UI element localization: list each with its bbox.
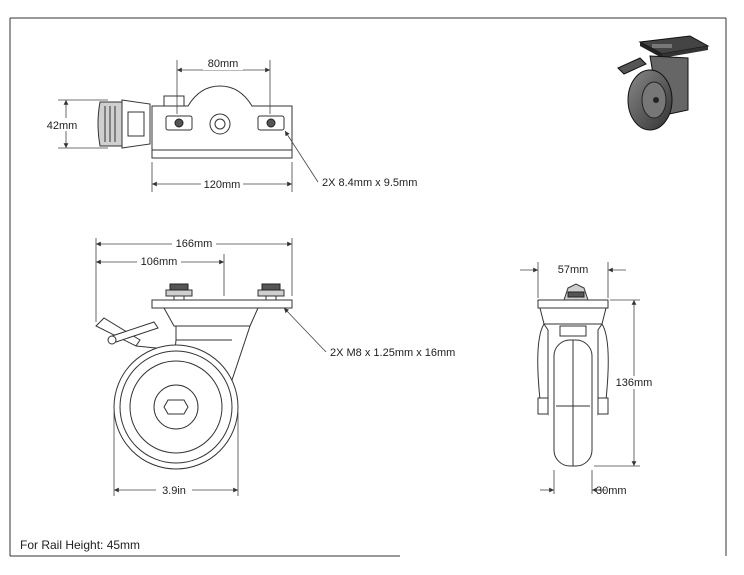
dimension-top-height: 42mm <box>44 99 108 149</box>
dim-top-height-label: 42mm <box>47 120 78 132</box>
dim-top-width-label: 80mm <box>208 58 239 70</box>
caster-photo-thumbnail <box>617 35 710 131</box>
dim-front-width-label: 57mm <box>558 264 589 276</box>
callout-top-slots: 2X 8.4mm x 9.5mm <box>284 130 417 189</box>
top-brake-pedal <box>97 99 151 149</box>
callout-side-bolts: 2X M8 x 1.25mm x 16mm <box>283 307 455 359</box>
dim-top-length-label: 120mm <box>204 179 241 191</box>
callout-top-slots-label: 2X 8.4mm x 9.5mm <box>322 177 417 189</box>
dimension-top-length: 120mm <box>151 162 293 192</box>
side-view: 166mm 106mm 2X M8 x 1.25mm x 16mm 3.9in <box>95 237 455 497</box>
front-wheel <box>553 339 593 467</box>
front-fork <box>537 307 609 416</box>
sheet-border <box>9 17 727 557</box>
dim-side-total-label: 166mm <box>176 238 213 250</box>
dim-front-wheel-width-label: 30mm <box>596 485 627 497</box>
dimension-side-partial: 106mm <box>96 254 225 296</box>
top-view: 80mm 42mm 120mm 2X 8.4mm x 9.5mm <box>44 57 417 192</box>
front-mounting-plate <box>537 283 609 309</box>
dimension-top-width: 80mm <box>176 57 271 114</box>
dim-wheel-diameter-label: 3.9in <box>162 485 186 497</box>
side-wheel <box>113 344 239 470</box>
dimension-side-total: 166mm <box>95 237 293 322</box>
dimension-front-wheel-width: 30mm <box>540 470 627 497</box>
dim-side-partial-label: 106mm <box>141 256 178 268</box>
dim-front-height-label: 136mm <box>616 377 653 389</box>
dimension-wheel-diameter: 3.9in <box>113 412 239 497</box>
callout-side-bolts-label: 2X M8 x 1.25mm x 16mm <box>330 347 455 359</box>
top-mounting-plate <box>151 85 293 159</box>
dimension-front-width: 57mm <box>520 262 626 298</box>
side-mounting-plate <box>151 283 293 309</box>
dimension-front-height: 136mm <box>594 299 655 467</box>
side-brake-lever <box>95 317 177 351</box>
front-view: 57mm 136mm 30mm <box>520 262 655 497</box>
rail-height-note: For Rail Height: 45mm <box>20 538 141 552</box>
